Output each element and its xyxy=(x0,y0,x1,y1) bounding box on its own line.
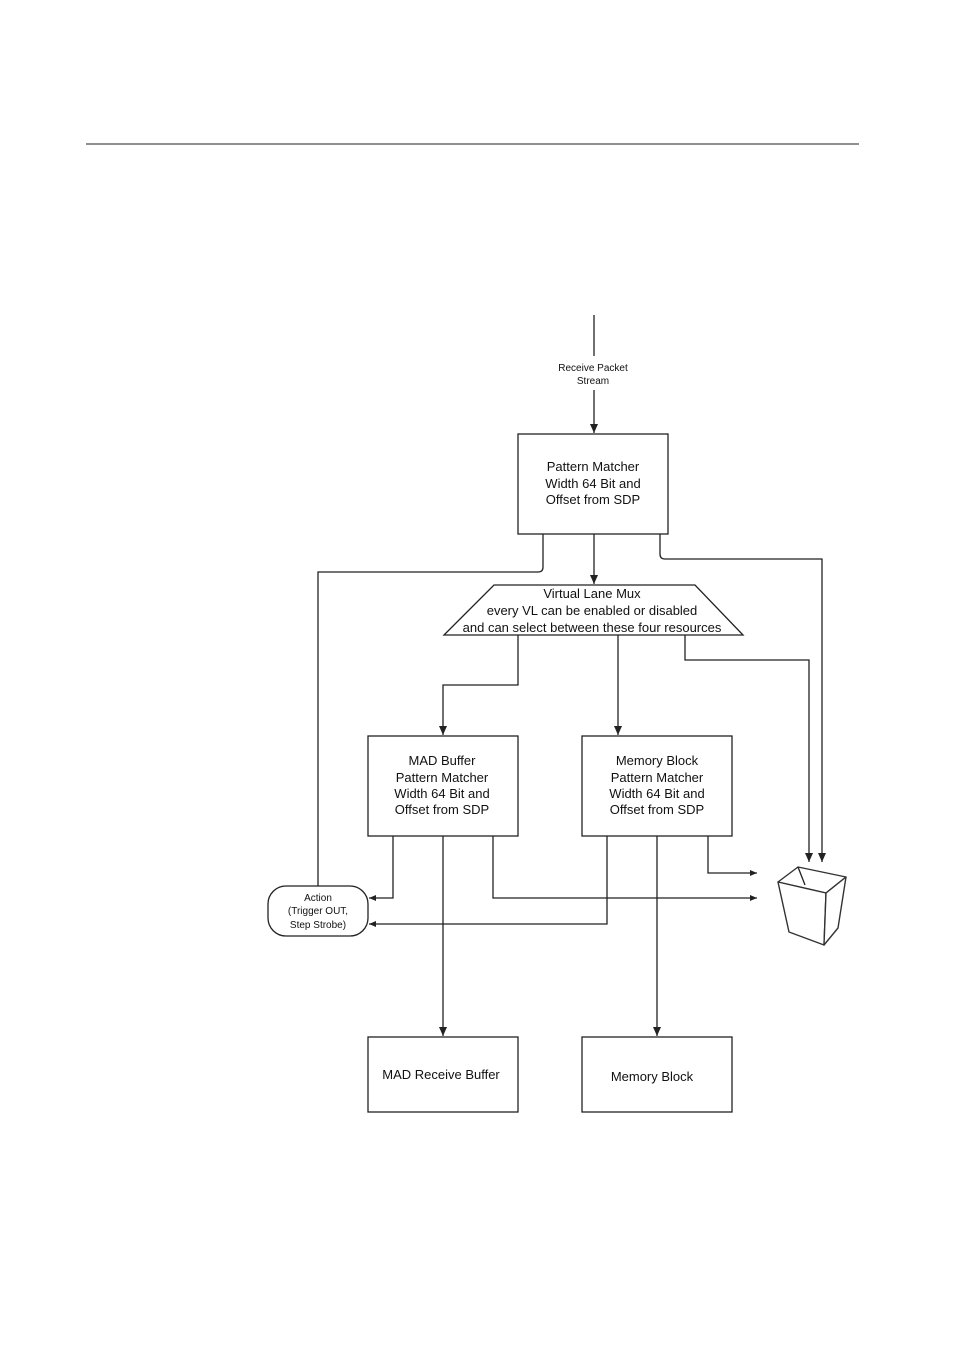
action-box: Action (Trigger OUT, Step Strobe) xyxy=(267,885,369,937)
input-label-line1: Receive Packet xyxy=(558,363,628,374)
mad-matcher-line4: Offset from SDP xyxy=(395,802,489,817)
vl-mux-box: Virtual Lane Mux every VL can be enabled… xyxy=(442,584,745,636)
mad-matcher-line1: MAD Buffer xyxy=(409,753,477,768)
mad-buffer-matcher-box: MAD Buffer Pattern Matcher Width 64 Bit … xyxy=(367,735,519,837)
arrow-matcher-to-discard xyxy=(659,534,826,862)
action-line3: Step Strobe) xyxy=(290,920,346,931)
arrow-mux-to-discard xyxy=(684,635,813,862)
arrow-mad-matcher-to-discard xyxy=(492,836,757,901)
pattern-matcher-box: Pattern Matcher Width 64 Bit and Offset … xyxy=(517,433,669,535)
memory-matcher-line1: Memory Block xyxy=(616,753,699,768)
mad-matcher-line2: Pattern Matcher xyxy=(396,770,489,785)
memory-block-label: Memory Block xyxy=(611,1069,694,1084)
memory-matcher-line4: Offset from SDP xyxy=(610,802,704,817)
pattern-matcher-line1: Pattern Matcher xyxy=(547,459,640,474)
memory-block-box: Memory Block xyxy=(581,1036,733,1113)
vl-mux-line3: and can select between these four resour… xyxy=(463,620,722,635)
action-line1: Action xyxy=(304,893,332,904)
mad-receive-buffer-box: MAD Receive Buffer xyxy=(367,1036,519,1113)
arrow-memory-matcher-to-discard xyxy=(707,836,757,876)
arrow-mad-matcher-to-action xyxy=(369,836,394,901)
arrow-matcher-to-action xyxy=(315,534,544,898)
memory-matcher-line3: Width 64 Bit and xyxy=(609,786,704,801)
trash-bin-icon xyxy=(777,866,847,946)
arrow-mux-to-mad-matcher xyxy=(439,635,519,735)
arrow-memory-matcher-to-action xyxy=(369,836,608,927)
pattern-matcher-line3: Offset from SDP xyxy=(546,492,640,507)
vl-mux-line2: every VL can be enabled or disabled xyxy=(487,603,698,618)
input-stream: Receive Packet Stream xyxy=(558,315,628,433)
action-line2: (Trigger OUT, xyxy=(288,906,348,917)
memory-block-matcher-box: Memory Block Pattern Matcher Width 64 Bi… xyxy=(581,735,733,837)
memory-matcher-line2: Pattern Matcher xyxy=(611,770,704,785)
input-label-line2: Stream xyxy=(577,376,609,387)
mad-receive-buffer-label: MAD Receive Buffer xyxy=(382,1067,500,1082)
pattern-matcher-line2: Width 64 Bit and xyxy=(545,476,640,491)
mad-matcher-line3: Width 64 Bit and xyxy=(394,786,489,801)
vl-mux-line1: Virtual Lane Mux xyxy=(543,586,641,601)
